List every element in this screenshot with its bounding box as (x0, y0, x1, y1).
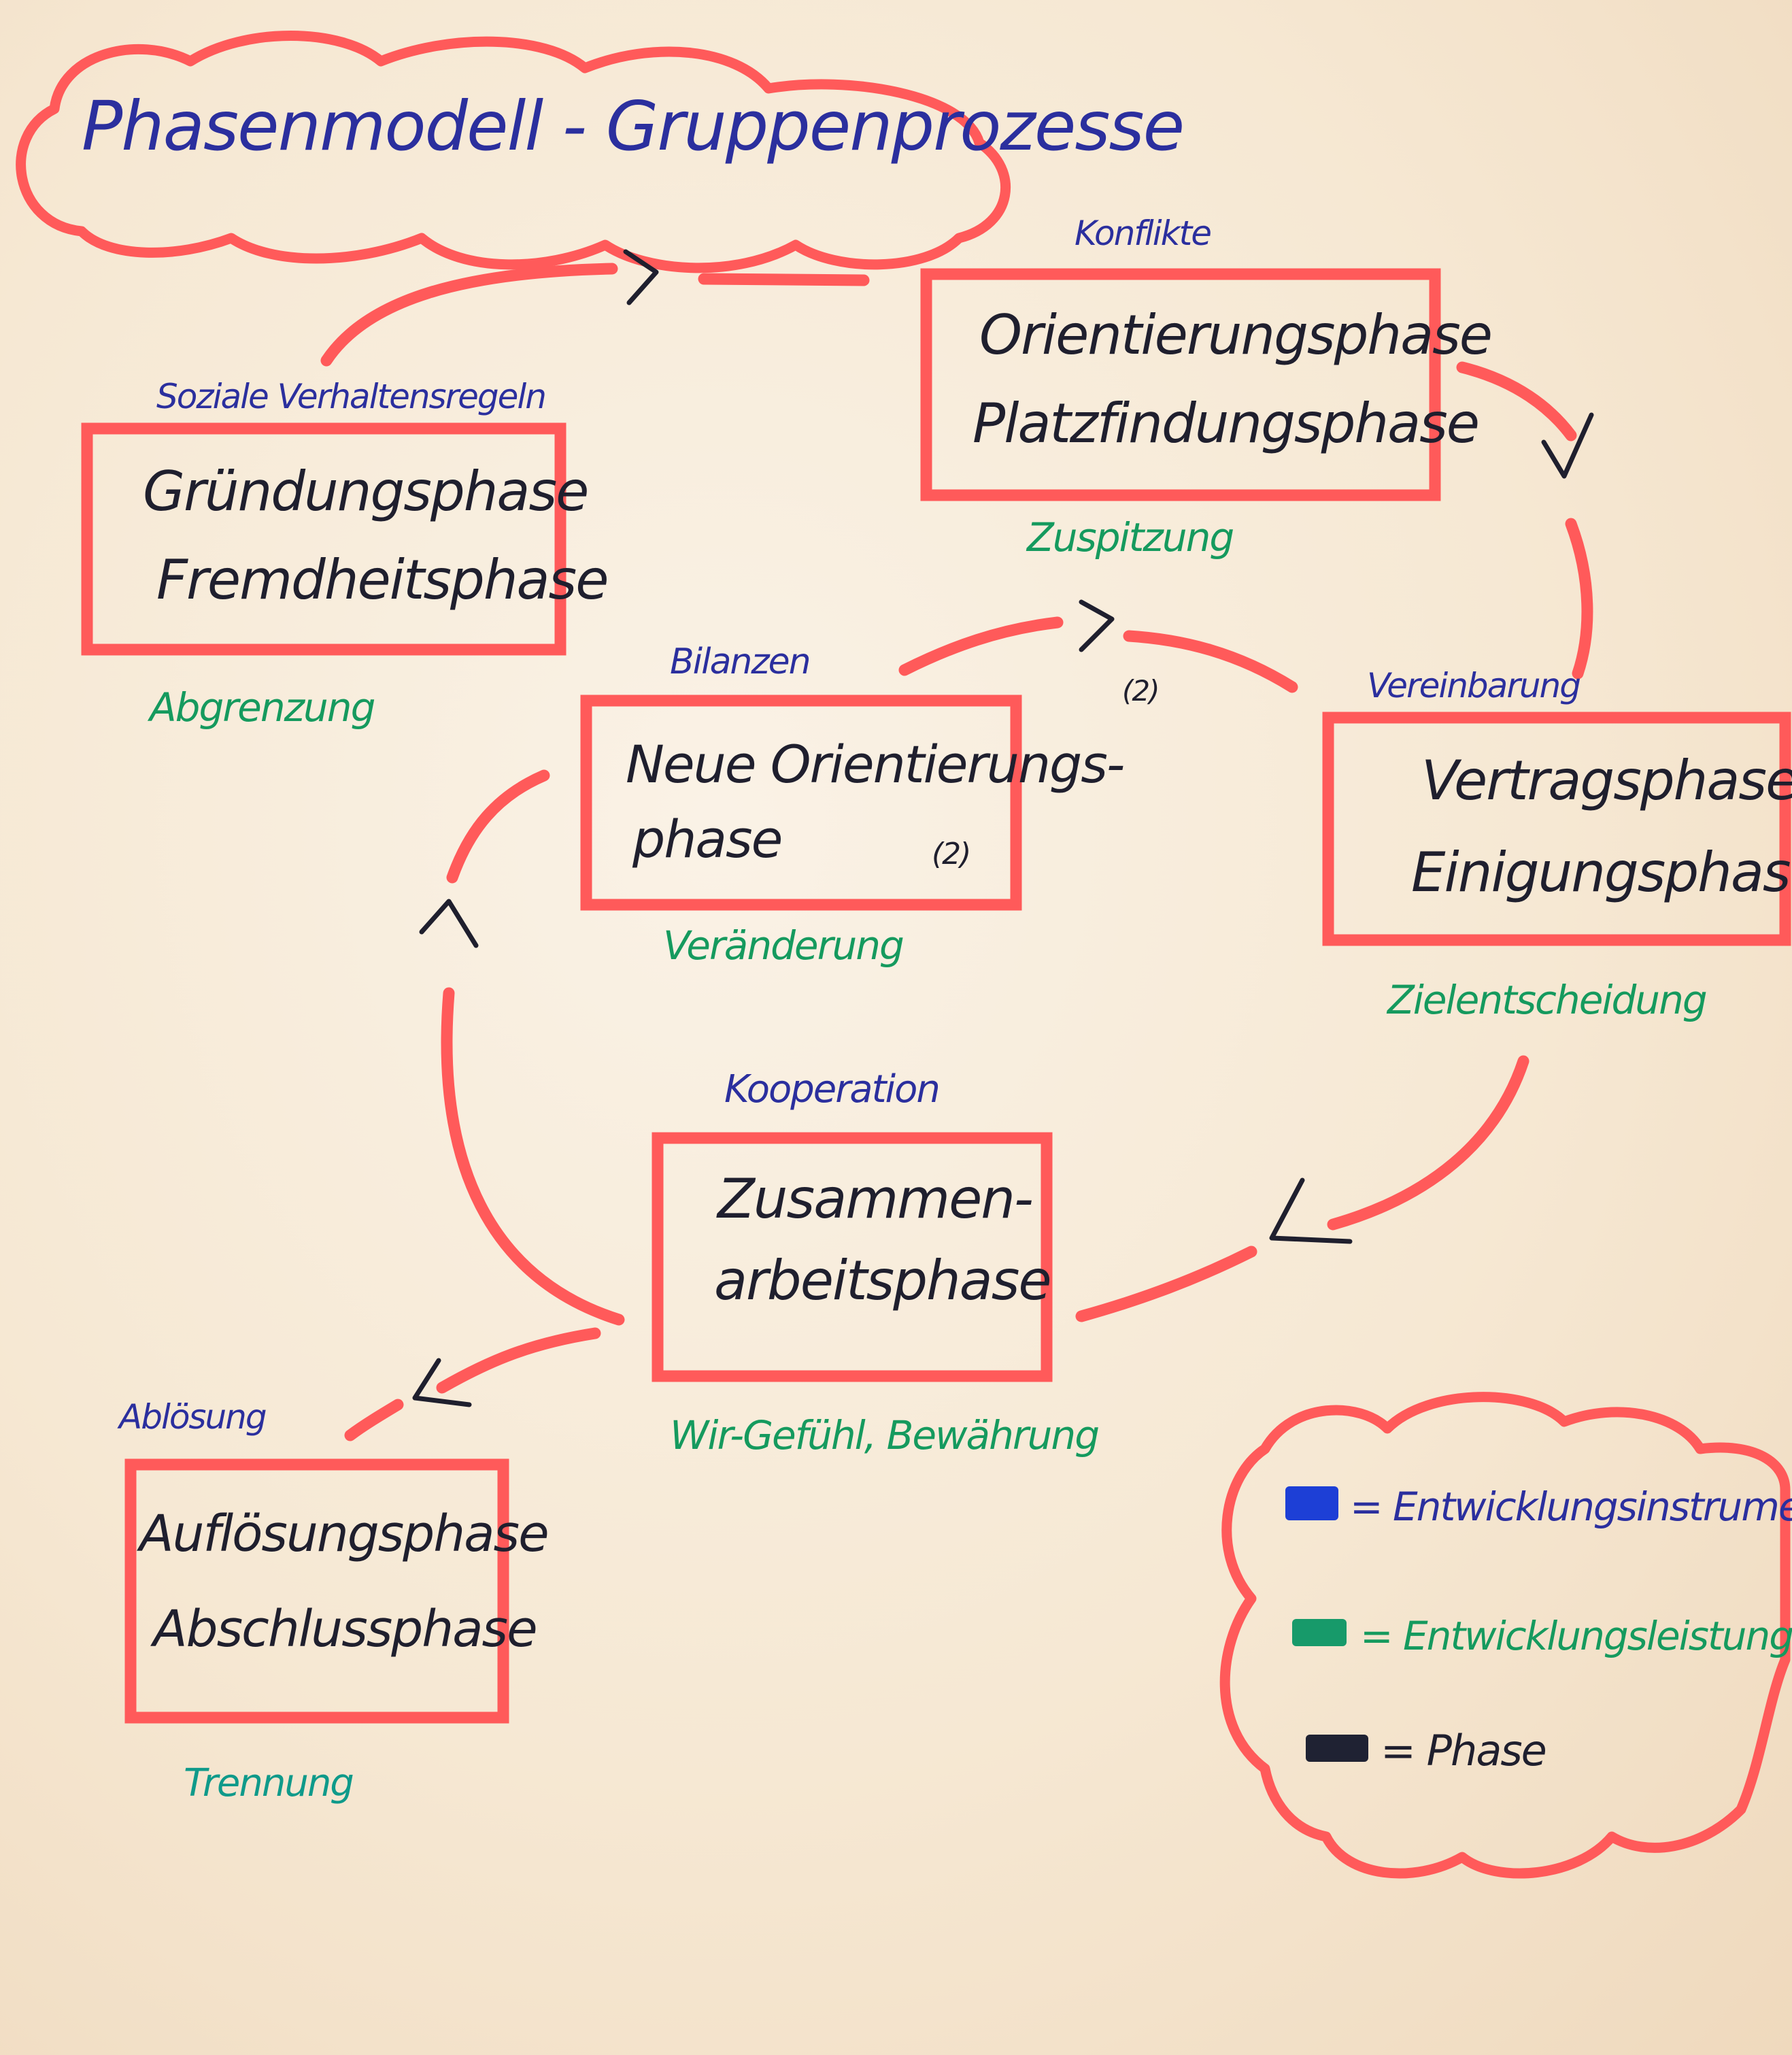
phase-frame (920, 268, 1441, 501)
connector-gruendung-orientierung (320, 263, 618, 367)
leistung-label: Zuspitzung (1026, 514, 1233, 561)
connector-gruendung-orientierung-tail (698, 273, 870, 286)
connector-orientierung-vertrag (1456, 361, 1577, 441)
phase-name-alt: arbeitsphase (714, 1249, 1051, 1312)
leistung-label: Trennung (184, 1761, 353, 1805)
phase-name-alt: Einigungsphase (1411, 841, 1792, 904)
instrument-label: Bilanzen (670, 641, 810, 682)
legend-label-phase: = Phase (1381, 1726, 1546, 1775)
leistung-label: Veränderung (663, 922, 903, 969)
phase-aufloesung: Ablösung Auflösungsphase Abschlussphase … (117, 1397, 550, 1805)
phase-name-alt: Abschlussphase (150, 1600, 537, 1658)
chevron-down-icon (1541, 412, 1594, 479)
legend-label-leistung: = Entwicklungsleistung (1360, 1613, 1792, 1659)
leistung-label: Abgrenzung (147, 684, 375, 731)
phase-frame (1322, 712, 1791, 946)
legend-label-instrument: = Entwicklungsinstrument (1350, 1484, 1792, 1530)
connector-vertrag-zusammen-tail (1075, 1246, 1257, 1322)
connector-zusammen-aufloesung-tail (344, 1399, 404, 1441)
phase-frame (652, 1132, 1053, 1382)
phase-name: Gründungsphase (143, 460, 588, 523)
chevron-right-icon (623, 249, 659, 305)
connector-vertrag-neu-tail (898, 616, 1064, 676)
legend-cloud (1219, 1392, 1791, 1879)
connector-zusammen-neu (441, 987, 625, 1326)
phase-orientierung: Konflikte Orientierungsphase Platzfindun… (920, 214, 1493, 561)
chevron-right-icon (1079, 599, 1115, 652)
chevron-left-icon (412, 1358, 472, 1407)
phase-name: Zusammen- (716, 1167, 1032, 1231)
chevron-left-icon (1269, 1177, 1353, 1244)
phase-zusammenarbeit: Kooperation Zusammen- arbeitsphase Wir-G… (652, 1067, 1100, 1458)
phase-name-alt: phase (632, 809, 781, 869)
connector-zusammen-neu-tail (446, 769, 550, 884)
legend-swatch-leistung (1292, 1619, 1347, 1646)
instrument-label: Soziale Verhaltensregeln (156, 377, 545, 416)
connector-zusammen-aufloesung (436, 1327, 601, 1394)
phase-name: Vertragsphase (1421, 749, 1792, 812)
instrument-label: Ablösung (117, 1397, 266, 1437)
instrument-label: Kooperation (724, 1067, 939, 1112)
legend-swatch-phase (1306, 1735, 1368, 1762)
phase-neue-orientierung: Bilanzen Neue Orientierungs- phase (2) V… (580, 641, 1125, 969)
phase-vertrag: Vereinbarung Vertragsphase Einigungsphas… (1322, 666, 1792, 1023)
connector-vertrag-neu (1123, 630, 1298, 693)
phase-gruendung: Soziale Verhaltensregeln Gründungsphase … (81, 377, 609, 731)
page-title: Phasenmodell - Gruppenprozesse (82, 86, 1183, 166)
phase-name: Neue Orientierungs- (626, 734, 1123, 795)
phase-marker: (2) (932, 837, 970, 871)
phase-name: Orientierungsphase (979, 303, 1491, 367)
chevron-up-icon (419, 899, 479, 948)
connector-orientierung-vertrag-tail (1565, 518, 1593, 680)
leistung-label: Zielentscheidung (1386, 977, 1706, 1023)
leistung-label: Wir-Gefühl, Bewährung (670, 1412, 1098, 1458)
phase-name: Auflösungsphase (137, 1505, 548, 1563)
cycle-marker: (2) (1122, 674, 1159, 707)
phase-name-alt: Platzfindungsphase (973, 392, 1478, 455)
instrument-label: Konflikte (1075, 214, 1211, 253)
phase-frame (124, 1458, 509, 1724)
instrument-label: Vereinbarung (1367, 666, 1580, 705)
connector-vertrag-zusammen (1327, 1055, 1529, 1231)
title-cloud (16, 31, 1011, 273)
phase-frame (81, 422, 567, 656)
legend: = Entwicklungsinstrument = Entwicklungsl… (1219, 1392, 1792, 1879)
phase-name-alt: Fremdheitsphase (156, 548, 607, 612)
phase-frame (580, 695, 1022, 911)
legend-swatch-instrument (1285, 1486, 1338, 1520)
